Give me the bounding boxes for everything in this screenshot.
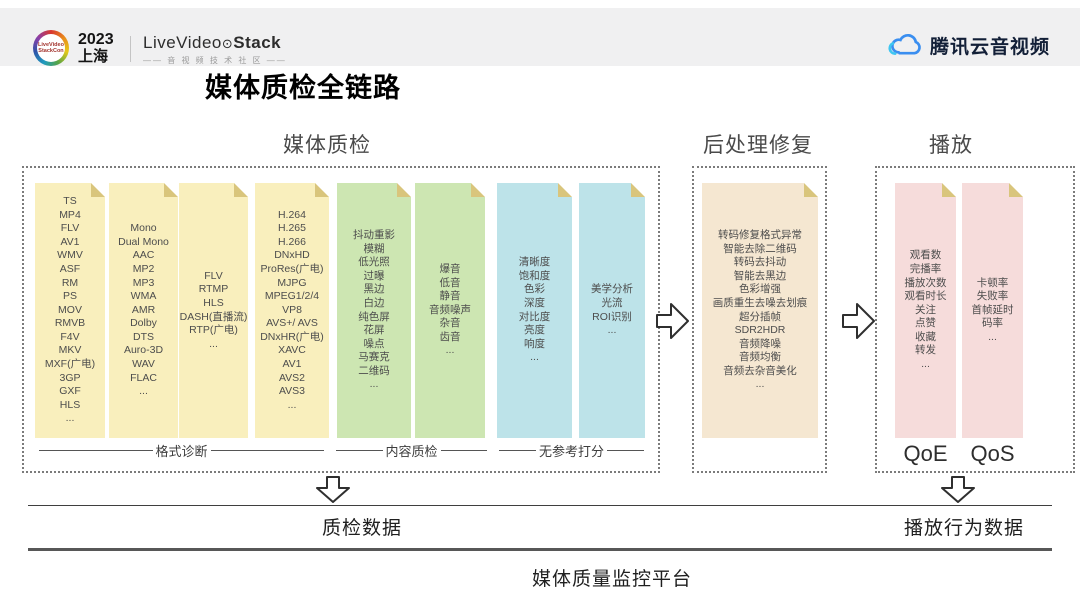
livevideostack-logo: LiveVideo⊙Stack —— 音 视 频 技 术 社 区 ——: [143, 34, 287, 66]
group-label-format-diagnosis: 格式诊断: [39, 442, 325, 459]
section-title-media-qc: 媒体质检: [283, 134, 371, 157]
card-qoe-metrics: 观看数 完播率 播放次数 观看时长 关注 点赞 收藏 转发 ...: [895, 183, 956, 438]
down-arrow-icon: [315, 476, 351, 508]
platform-label: 媒体质量监控平台: [531, 569, 692, 590]
data-layer-divider: [28, 505, 1052, 506]
qoe-label: QoE: [903, 441, 948, 466]
label-line: [499, 449, 536, 451]
playback-box: [875, 166, 1075, 473]
down-arrow-icon: [940, 476, 976, 508]
card-aesthetic-analysis: 美学分析 光流 ROI识别 ...: [579, 183, 645, 438]
card-container-formats: TS MP4 FLV AV1 WMV ASF RM PS MOV RMVB F4…: [35, 183, 105, 438]
platform-divider: [28, 548, 1052, 551]
livevideostackcon-badge-logo: LiveVideo StackCon: [33, 30, 69, 66]
group-label-no-reference-scoring: 无参考打分: [499, 442, 645, 459]
card-video-codecs: H.264 H.265 H.266 DNxHD ProRes(广电) MJPG …: [255, 183, 329, 438]
card-repair-capabilities: 转码修复格式异常 智能去除二维码 转码去抖动 智能去黑边 色彩增强 画质重生去噪…: [702, 183, 818, 438]
conference-city: 上海: [78, 48, 109, 65]
card-audio-defects: 爆音 低音 静音 音频噪声 杂音 齿音 ...: [415, 183, 485, 438]
header-band: LiveVideo StackCon 2023 上海 LiveVideo⊙Sta…: [0, 8, 1080, 66]
playback-behavior-data-label: 播放行为数据: [903, 518, 1024, 539]
label-line: [440, 449, 488, 451]
label-line: [336, 449, 383, 451]
page-title: 媒体质检全链路: [205, 73, 401, 103]
card-stream-protocols: FLV RTMP HLS DASH(直播流) RTP(广电) ...: [179, 183, 248, 438]
card-qos-metrics: 卡顿率 失败率 首帧延时 码率 ...: [962, 183, 1023, 438]
right-arrow-icon: [656, 302, 689, 345]
label-line: [607, 449, 645, 451]
post-processing-box: [692, 166, 827, 473]
qos-label: QoS: [970, 441, 1015, 466]
card-no-reference-metrics: 清晰度 饱和度 色彩 深度 对比度 亮度 响度 ...: [497, 183, 572, 438]
tencent-cloud-icon: [888, 33, 921, 55]
livevideostack-tagline: —— 音 视 频 技 术 社 区 ——: [143, 56, 287, 65]
logo-dot-icon: ⊙: [221, 36, 234, 51]
brand-name: 腾讯云音视频: [929, 37, 1050, 58]
label-line: [39, 449, 153, 451]
logo-divider: [130, 36, 131, 62]
tencent-cloud-brand: 腾讯云音视频: [887, 32, 1050, 59]
group-label-content-qc: 内容质检: [336, 442, 488, 459]
section-title-playback: 播放: [929, 134, 973, 157]
label-line: [210, 449, 325, 451]
card-audio-formats: Mono Dual Mono AAC MP2 MP3 WMA AMR Dolby…: [109, 183, 178, 438]
card-video-defects: 抖动重影 模糊 低光照 过曝 黑边 白边 纯色屏 花屏 噪点 马赛克 二维码 .…: [337, 183, 411, 438]
conference-year: 2023: [78, 31, 114, 48]
livevideostack-logo-text: LiveVideo⊙Stack: [143, 33, 282, 52]
badge-logo-text: LiveVideo StackCon: [38, 42, 64, 54]
right-arrow-icon: [842, 302, 875, 345]
qc-data-label: 质检数据: [321, 518, 402, 539]
section-title-post-processing: 后处理修复: [703, 134, 813, 157]
